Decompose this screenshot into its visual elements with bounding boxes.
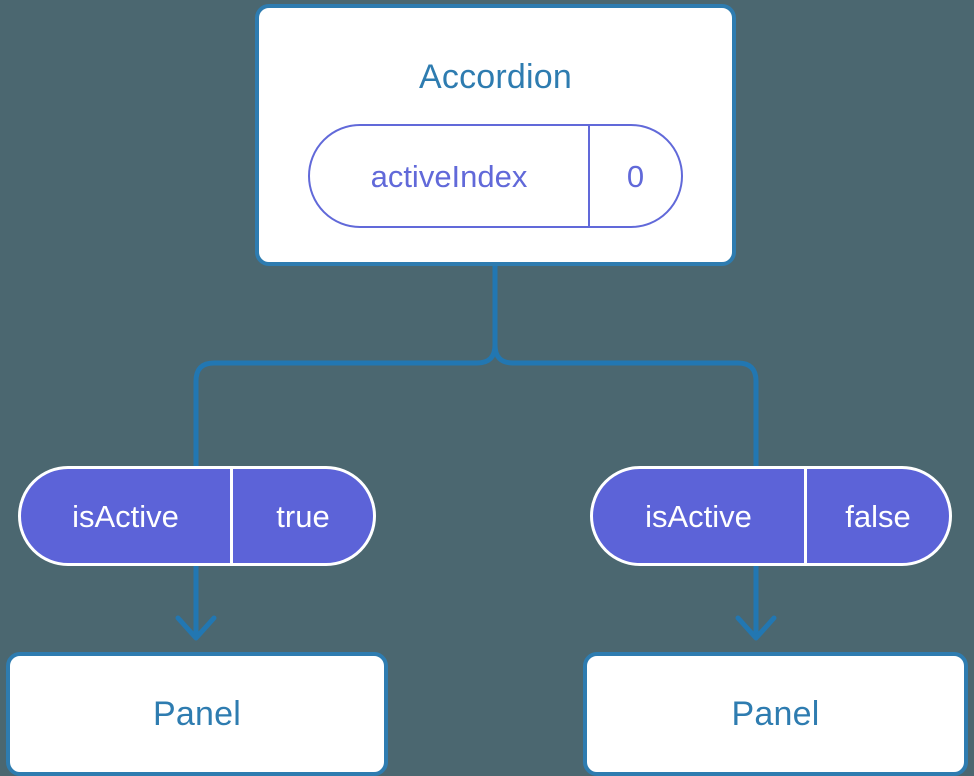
- component-title-panel: Panel: [153, 695, 241, 733]
- prop-pill-isactive-false[interactable]: isActive false: [590, 466, 952, 566]
- prop-pill-value: false: [845, 498, 911, 534]
- state-pill-label: activeIndex: [310, 126, 590, 226]
- branch-line-left: [193, 263, 498, 473]
- prop-pill-label: isActive: [593, 469, 807, 563]
- branch-line-right: [492, 263, 759, 473]
- prop-pill-label: isActive: [21, 469, 233, 563]
- prop-pill-isactive-true[interactable]: isActive true: [18, 466, 376, 566]
- component-card-panel-left[interactable]: Panel: [6, 652, 388, 776]
- state-pill-value: 0: [626, 158, 645, 194]
- component-title-accordion: Accordion: [419, 58, 572, 96]
- arrow-head-right: [735, 615, 777, 641]
- component-title-panel: Panel: [731, 695, 820, 733]
- arrow-head-left: [175, 615, 217, 641]
- prop-pill-value: true: [276, 498, 330, 534]
- state-pill-activeindex[interactable]: activeIndex 0: [308, 124, 683, 228]
- component-card-accordion[interactable]: Accordion activeIndex 0: [255, 4, 736, 266]
- component-card-panel-right[interactable]: Panel: [583, 652, 968, 776]
